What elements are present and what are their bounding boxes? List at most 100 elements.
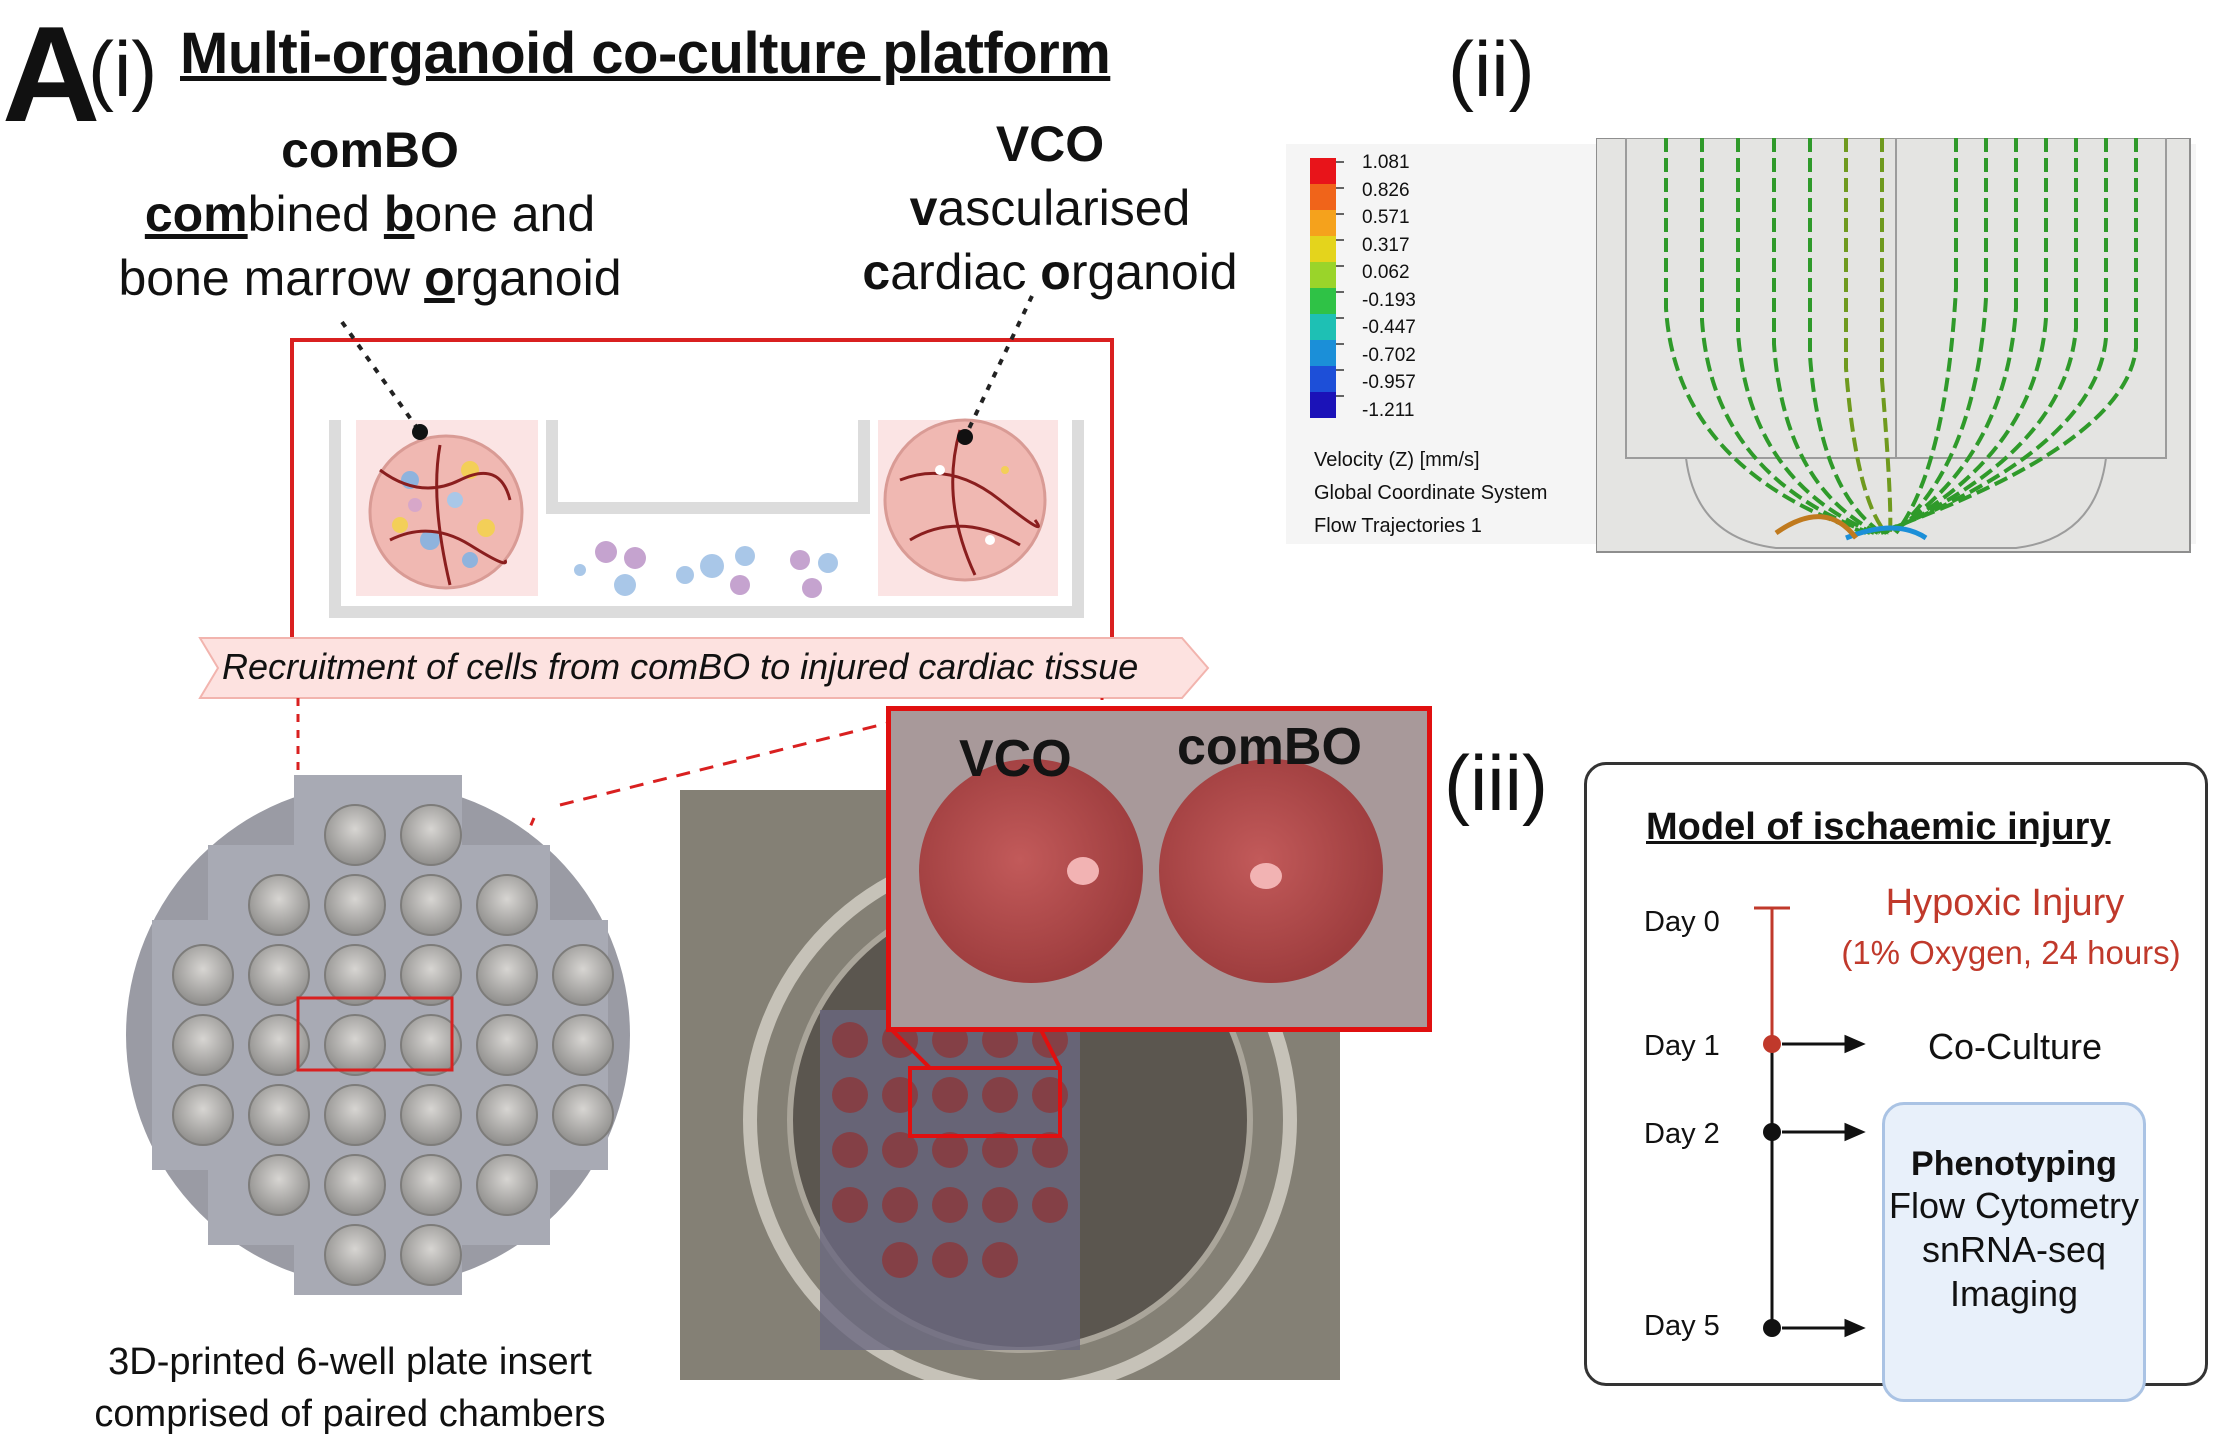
cfd-labels: Velocity (Z) [mm/s] Global Coordinate Sy…	[1314, 449, 1548, 537]
insert-well	[552, 1084, 614, 1146]
well-divider	[546, 420, 870, 514]
photo-well	[882, 1077, 918, 1113]
day1-dot	[1763, 1035, 1781, 1053]
photo-well	[982, 1187, 1018, 1223]
photo-well	[1032, 1077, 1068, 1113]
insert-well	[400, 1154, 462, 1216]
photo-well	[932, 1242, 968, 1278]
insert-well	[324, 944, 386, 1006]
combo-name: comBO	[281, 122, 459, 178]
photo-well	[832, 1132, 868, 1168]
panel-ii-label: (ii)	[1448, 25, 1535, 113]
combo-organoid	[356, 420, 538, 596]
colorbar-segment	[1310, 236, 1336, 262]
legend-value: 0.062	[1362, 262, 1410, 283]
recruitment-banner	[198, 637, 1210, 699]
panel-letter: A	[2, 0, 100, 150]
day2-dot	[1763, 1123, 1781, 1141]
combo-heading: comBO combined bone and bone marrow orga…	[70, 118, 670, 310]
legend-value: -0.957	[1362, 372, 1416, 393]
colorbar-segment	[1310, 210, 1336, 236]
day5-dot	[1763, 1319, 1781, 1337]
insert-well	[400, 874, 462, 936]
combo-line1: combined bone and	[144, 186, 596, 242]
hypoxic-injury-label: Hypoxic Injury	[1885, 882, 2125, 924]
legend-value: 1.081	[1362, 152, 1410, 173]
coculture-label: Co-Culture	[1928, 1026, 2103, 1067]
insert-caption: 3D-printed 6-well plate insert comprised…	[94, 1341, 606, 1435]
vco-heading: VCO vascularised cardiac organoid	[790, 112, 1310, 304]
insert-well	[324, 874, 386, 936]
photo-well	[882, 1187, 918, 1223]
insert-well	[400, 1224, 462, 1286]
streamline	[1888, 138, 2018, 535]
legend-value: -1.211	[1362, 399, 1415, 421]
legend-value: 0.826	[1362, 179, 1410, 201]
insert-well	[248, 1154, 310, 1216]
day-5-label: Day 5	[1644, 1310, 1720, 1342]
day-1-label: Day 1	[1644, 1030, 1720, 1062]
velocity-colorbar	[1310, 158, 1344, 418]
photo-well	[832, 1187, 868, 1223]
insert-well	[400, 1014, 462, 1076]
vco-leader	[963, 295, 1034, 438]
insert-well	[324, 1084, 386, 1146]
combo-leader	[340, 320, 422, 434]
zoom-inset: VCO comBO	[886, 706, 1432, 1032]
day-2-label: Day 2	[1644, 1118, 1720, 1150]
streamline	[1664, 138, 1867, 535]
flow-trajectory-render	[1596, 138, 2191, 553]
photo-well	[882, 1242, 918, 1278]
insert-well	[172, 1084, 234, 1146]
hypoxic-detail: (1% Oxygen, 24 hours)	[1841, 934, 2181, 971]
photo-well	[1032, 1187, 1068, 1223]
streamline	[1808, 138, 1884, 535]
pheno-item-snrna: snRNA-seq	[1921, 1229, 2107, 1270]
vco-well	[919, 759, 1143, 983]
photo-well	[982, 1132, 1018, 1168]
insert-well	[324, 1154, 386, 1216]
photo-well	[1032, 1132, 1068, 1168]
streamline	[1886, 138, 2048, 535]
photo-well	[832, 1022, 868, 1058]
insert-well	[248, 1084, 310, 1146]
combo-line2: bone marrow organoid	[118, 250, 622, 306]
colorbar-segment	[1310, 366, 1336, 392]
colorbar-segment	[1310, 340, 1336, 366]
insert-well	[552, 944, 614, 1006]
photo-well	[982, 1077, 1018, 1113]
inset-label-combo: comBO	[1177, 718, 1362, 776]
photo-well	[882, 1132, 918, 1168]
flow-streamlines	[1664, 138, 2138, 541]
streamline	[1891, 138, 1988, 535]
streamline	[1877, 138, 2138, 535]
insert-well	[476, 1084, 538, 1146]
insert-well	[248, 1014, 310, 1076]
streamline	[1700, 138, 1871, 535]
legend-value: -0.193	[1362, 289, 1416, 311]
insert-well	[324, 804, 386, 866]
phenotyping-title: Phenotyping	[1911, 1145, 2117, 1183]
streamline	[1894, 138, 1958, 535]
day-0-label: Day 0	[1644, 906, 1720, 938]
timeline	[1754, 906, 1866, 1338]
insert-well	[248, 874, 310, 936]
insert-well	[476, 1154, 538, 1216]
colorbar-segment	[1310, 184, 1336, 210]
insert-well	[476, 944, 538, 1006]
inset-label-vco: VCO	[959, 730, 1072, 788]
migrating-cells	[574, 541, 838, 598]
vco-organoid	[878, 418, 1058, 596]
streamline	[1772, 138, 1879, 535]
legend-value: 0.571	[1362, 207, 1410, 228]
panel-i-label: (i)	[88, 25, 158, 113]
insert-well	[400, 1084, 462, 1146]
pheno-item-imaging: Imaging	[1949, 1273, 2079, 1314]
insert-well	[172, 1014, 234, 1076]
vco-line2: cardiac organoid	[862, 244, 1238, 300]
colorbar-segment	[1310, 262, 1336, 288]
photo-well	[932, 1187, 968, 1223]
colorbar-segment	[1310, 158, 1336, 184]
photo-highlight	[908, 1066, 1062, 1138]
colorbar-segment	[1310, 314, 1336, 340]
